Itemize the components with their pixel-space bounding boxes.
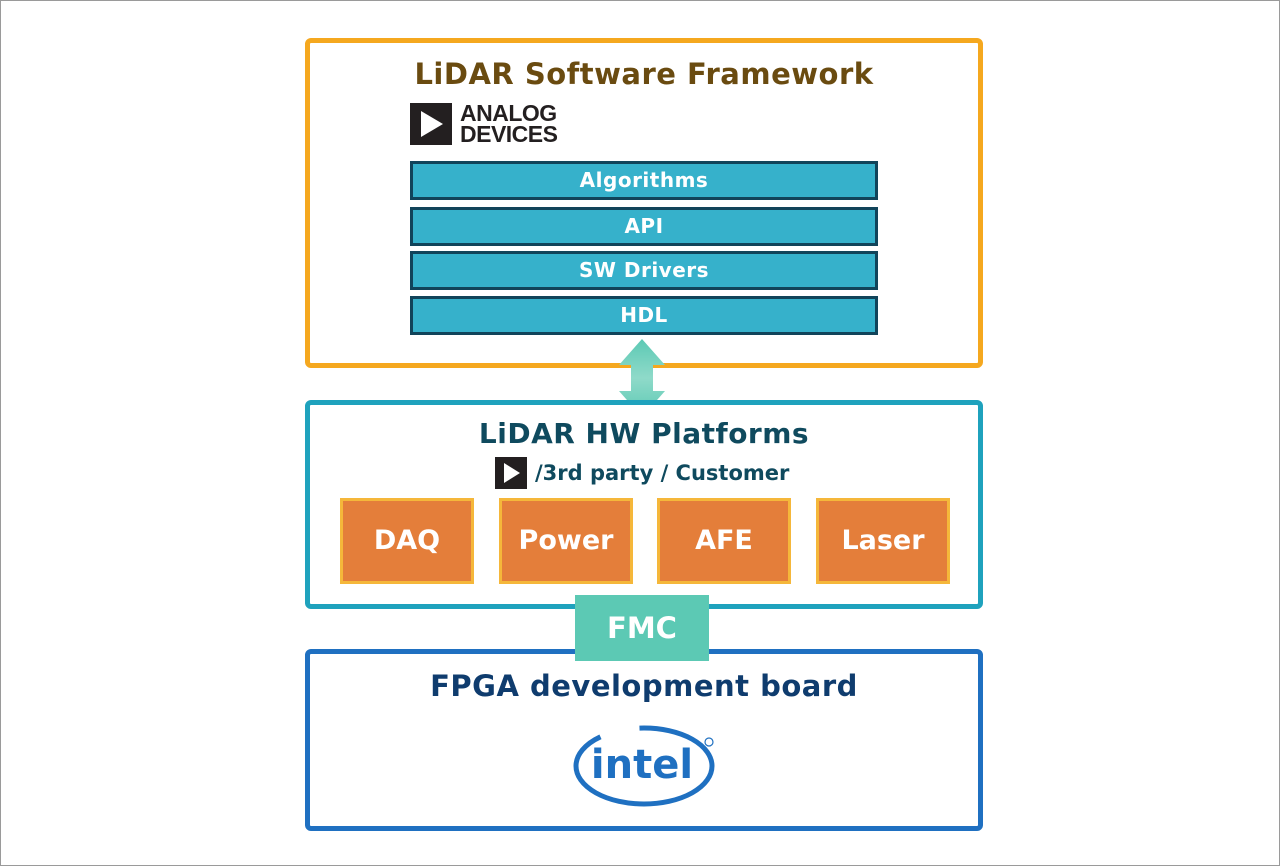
intel-logo-icon: intel: [573, 725, 715, 807]
block-power: Power: [499, 498, 633, 584]
block-afe: AFE: [657, 498, 791, 584]
layer-api: API: [410, 207, 878, 246]
layer-hdl: HDL: [410, 296, 878, 335]
hw-platforms-subtitle-row: /3rd party / Customer: [495, 457, 789, 489]
fpga-board-title: FPGA development board: [430, 669, 858, 703]
double-arrow-icon: [619, 339, 665, 417]
hw-platforms-subtitle: /3rd party / Customer: [535, 461, 790, 485]
hw-platforms-title: LiDAR HW Platforms: [478, 417, 810, 450]
block-laser: Laser: [816, 498, 950, 584]
svg-text:intel: intel: [591, 742, 693, 788]
adi-logo-icon: ANALOG DEVICES: [410, 100, 558, 148]
layer-sw-drivers: SW Drivers: [410, 251, 878, 290]
block-daq: DAQ: [340, 498, 474, 584]
software-framework-box: LiDAR Software Framework ANALOG DEVICES …: [305, 38, 983, 368]
adi-logo-text: ANALOG DEVICES: [460, 100, 558, 147]
hw-platforms-box: LiDAR HW Platforms /3rd party / Customer…: [305, 400, 983, 609]
adi-small-triangle-icon: [495, 457, 527, 489]
adi-triangle-icon: [410, 103, 452, 145]
fmc-connector: FMC: [575, 595, 709, 661]
layer-algorithms: Algorithms: [410, 161, 878, 200]
software-framework-title: LiDAR Software Framework: [414, 57, 874, 91]
fpga-board-box: FPGA development board intel: [305, 649, 983, 831]
